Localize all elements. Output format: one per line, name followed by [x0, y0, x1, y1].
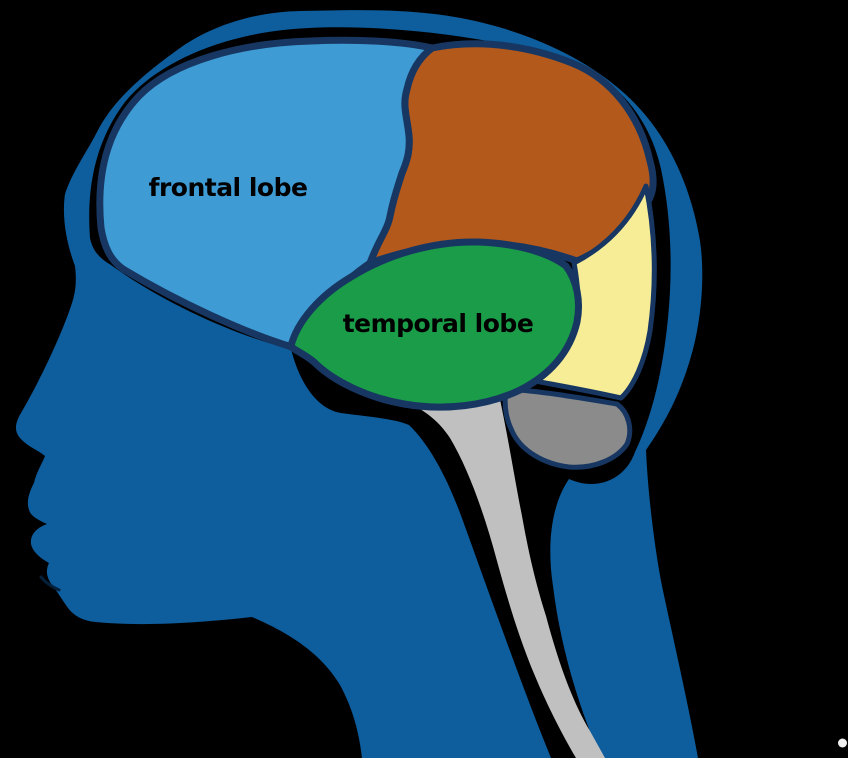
cerebellum-region: [502, 386, 633, 470]
frontal-lobe-region: [96, 36, 436, 351]
mouth-crease-line: [39, 575, 61, 592]
frontal-lobe-label: frontal lobe: [149, 173, 308, 202]
brainstem-region: [408, 390, 605, 758]
stray-white-dot: [838, 738, 847, 748]
temporal-lobe-label: temporal lobe: [343, 309, 534, 338]
temporal-lobe-region: [287, 238, 583, 411]
